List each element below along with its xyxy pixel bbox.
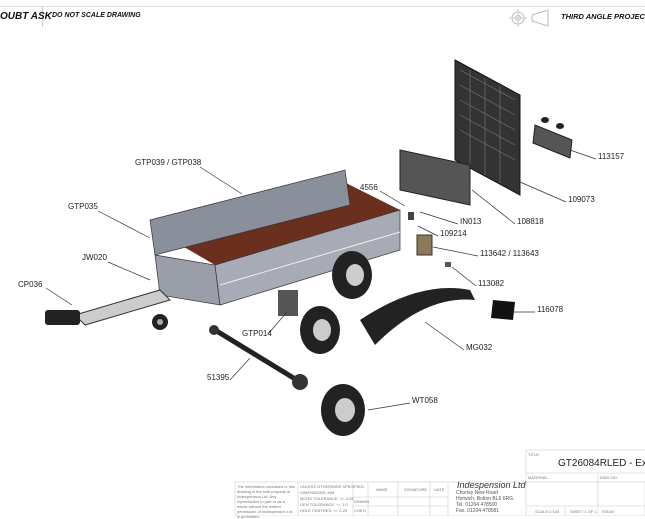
address-line: Chorley New Road (456, 490, 498, 496)
label-mg032: MG032 (466, 343, 493, 352)
lamp-bracket-113157 (532, 117, 573, 159)
scale-label: SCALE:1:100 (535, 509, 560, 514)
leader-lines (45, 149, 597, 411)
ramp-gate-109073 (454, 59, 521, 196)
part-4556 (408, 212, 414, 220)
label-108818: 108818 (517, 217, 544, 226)
third-angle-projection-icon (509, 9, 549, 27)
dwg-no-label: DWG NO. (600, 475, 618, 480)
border-line (0, 6, 645, 7)
bracket-gtp014 (278, 290, 298, 316)
label-51395: 51395 (207, 373, 230, 382)
drawing-title: GT26084RLED - Exploc (558, 458, 645, 469)
wheel-on-trailer (332, 251, 372, 299)
mudguard-mg032 (360, 288, 475, 345)
wheel-gtp014 (300, 306, 340, 354)
title-block-grid (234, 449, 645, 516)
label-cp036: CP036 (18, 280, 43, 289)
tolerance-line: HOLE CENTRES: +/- 0.25 (300, 508, 348, 513)
board-108818 (399, 149, 471, 206)
reflector-116078 (491, 300, 515, 320)
label-jw020: JW020 (82, 253, 107, 262)
address-line: Horwich, Bolton BL6 6RG. (456, 496, 515, 502)
chkd-label: CHK'D (354, 508, 367, 513)
signature-header: SIGNATURE (404, 487, 428, 492)
label-109214: 109214 (440, 229, 467, 238)
label-113082: 113082 (478, 279, 505, 288)
tolerance-line: MCHG TOLERANCE: +/- 0.25 (300, 496, 354, 501)
doubt-ask-text: OUBT ASK (0, 11, 52, 22)
tolerance-line: DIMENSIONS: MM (300, 490, 335, 495)
label-116078: 116078 (537, 305, 564, 314)
company-name: Indespension Ltd (457, 480, 526, 490)
label-gtp014: GTP014 (242, 329, 272, 338)
plate-113082 (445, 262, 451, 267)
address-line: Tel. 01204 478500 (456, 502, 498, 508)
wheel-wt058 (321, 384, 365, 436)
material-label: MATERIAL: (528, 475, 549, 480)
label-113157: 113157 (598, 152, 625, 161)
lamp-113642 (416, 234, 433, 256)
label-gtp035: GTP035 (68, 202, 98, 211)
tolerance-line: GEN TOLERANCE: +/- 1.0 (300, 502, 348, 507)
axle-51395 (209, 325, 308, 390)
label-4556: 4556 (360, 183, 378, 192)
label-wt058: WT058 (412, 396, 438, 405)
label-109073: 109073 (568, 195, 595, 204)
tolerance-line: UNLESS OTHERWISE SPECIFIED: (300, 484, 365, 489)
title-label: TITLE: (528, 452, 541, 457)
address-line: Fax. 01204 478581 (456, 508, 500, 514)
date-header: DATE (434, 487, 445, 492)
label-113642: 113642 / 113643 (480, 249, 539, 258)
label-gtp039: GTP039 / GTP038 (135, 158, 202, 167)
issue-label: ISSUE: (602, 509, 616, 514)
drawing-header: OUBT ASK DO NOT SCALE DRAWING THIRD ANGL… (0, 0, 645, 28)
projection-text: THIRD ANGLE PROJECT (561, 12, 645, 21)
drawbar (45, 289, 171, 330)
name-header: NAME (376, 487, 388, 492)
drawn-label: DRAWN (354, 499, 369, 504)
label-in013: IN013 (460, 217, 482, 226)
copyright-notice: The information contained in this drawin… (237, 484, 295, 519)
sheet-label: SHEET 1 OF 1 (570, 509, 597, 514)
do-not-scale-text: DO NOT SCALE DRAWING (52, 12, 141, 19)
header-cell (0, 7, 43, 27)
trailer-body (149, 169, 401, 306)
